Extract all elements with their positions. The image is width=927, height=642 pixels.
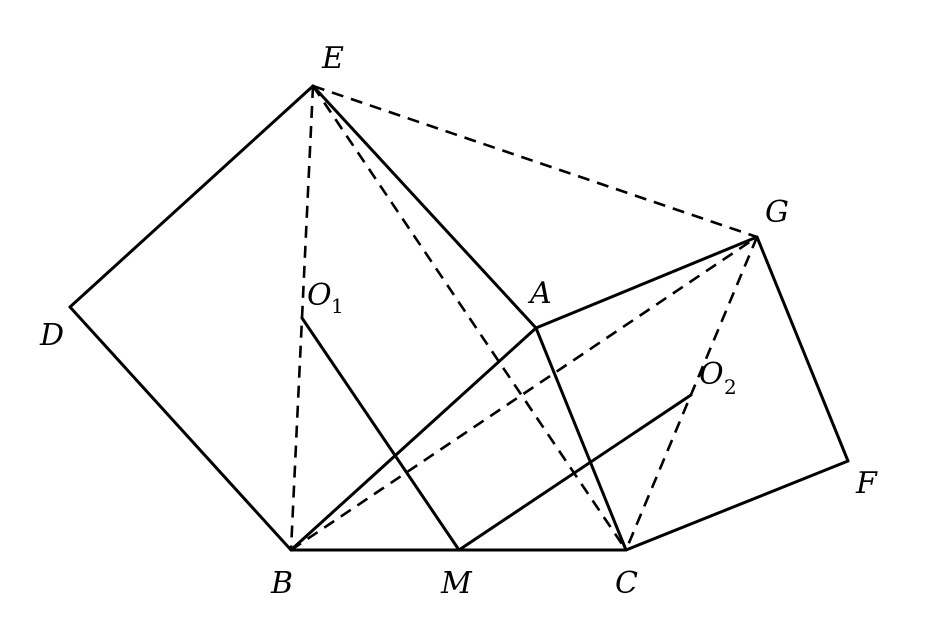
label-O2-main: O — [699, 357, 724, 392]
segment-F-C — [624, 459, 850, 552]
segment-E-A — [311, 84, 538, 330]
segment-A-B — [289, 326, 538, 552]
label-G: G — [765, 195, 789, 230]
label-O1-main: O — [307, 278, 332, 313]
label-C: C — [615, 566, 638, 601]
segment-G-C — [624, 236, 759, 551]
segment-B-G — [290, 235, 758, 552]
segment-E-B — [289, 85, 315, 551]
label-E: E — [321, 41, 344, 76]
label-A: A — [527, 276, 552, 311]
segment-C-A — [534, 326, 628, 552]
segment-D-E — [68, 84, 315, 309]
label-O1-subscript: 1 — [331, 294, 344, 318]
label-D: D — [39, 318, 64, 353]
label-O2-subscript: 2 — [724, 375, 737, 399]
segment-G-F — [755, 235, 850, 463]
label-M: M — [440, 566, 473, 601]
label-F: F — [855, 466, 878, 501]
segment-E-G — [312, 84, 758, 239]
label-O2: O 2 — [699, 357, 737, 399]
label-O1: O 1 — [307, 278, 344, 318]
segment-E-C — [311, 85, 628, 551]
segment-O1-M — [300, 316, 461, 552]
segment-A-G — [534, 235, 759, 330]
segment-B-D — [68, 305, 293, 552]
label-B: B — [270, 566, 293, 601]
